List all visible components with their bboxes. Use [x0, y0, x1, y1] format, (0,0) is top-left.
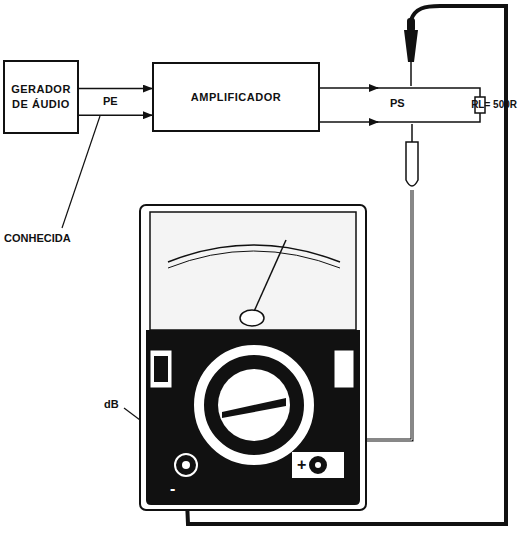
- meter-panel: [146, 330, 360, 505]
- jack: [315, 462, 321, 468]
- signal-arrow: [79, 114, 152, 116]
- output-wire: [376, 88, 480, 97]
- probe-black: [407, 18, 415, 32]
- switch: [150, 350, 172, 388]
- jack: [308, 455, 328, 475]
- knob: [334, 350, 354, 388]
- selector-knob: [218, 369, 290, 441]
- selector-dial: [199, 350, 309, 460]
- probe-black: [404, 30, 418, 62]
- multimeter-body: [140, 205, 366, 510]
- jack: [182, 461, 190, 469]
- meter-window: [150, 212, 356, 330]
- amplifier-box: AMPLIFICADOR: [152, 62, 320, 132]
- terminal-sign: +: [297, 456, 306, 474]
- callout-label: dB: [104, 398, 119, 410]
- probe-red: [406, 142, 418, 186]
- jack: [175, 454, 197, 476]
- resistor-label: RL= 500R: [471, 99, 517, 110]
- leader-line: [124, 408, 140, 420]
- meter-needle: [252, 240, 286, 316]
- selector-pointer: [222, 398, 286, 418]
- node-text: AMPLIFICADOR: [191, 90, 281, 105]
- jack-plate: [292, 452, 344, 478]
- meter-scale: [168, 251, 340, 268]
- output-wire: [320, 87, 378, 89]
- probe-tip: [411, 124, 413, 142]
- callout-label: CONHECIDA: [4, 232, 71, 244]
- output-wire: [320, 121, 378, 123]
- signal-label: PS: [390, 97, 405, 109]
- signal-label: PE: [103, 95, 118, 107]
- zero-adjust: [240, 310, 264, 326]
- signal-arrow: [79, 88, 152, 90]
- probe-tip: [410, 62, 412, 86]
- generator-box: GERADOR DE ÁUDIO: [3, 60, 79, 134]
- terminal-sign: -: [170, 480, 175, 498]
- output-wire: [376, 113, 480, 122]
- switch: [154, 356, 168, 382]
- node-text: GERADOR DE ÁUDIO: [5, 82, 77, 112]
